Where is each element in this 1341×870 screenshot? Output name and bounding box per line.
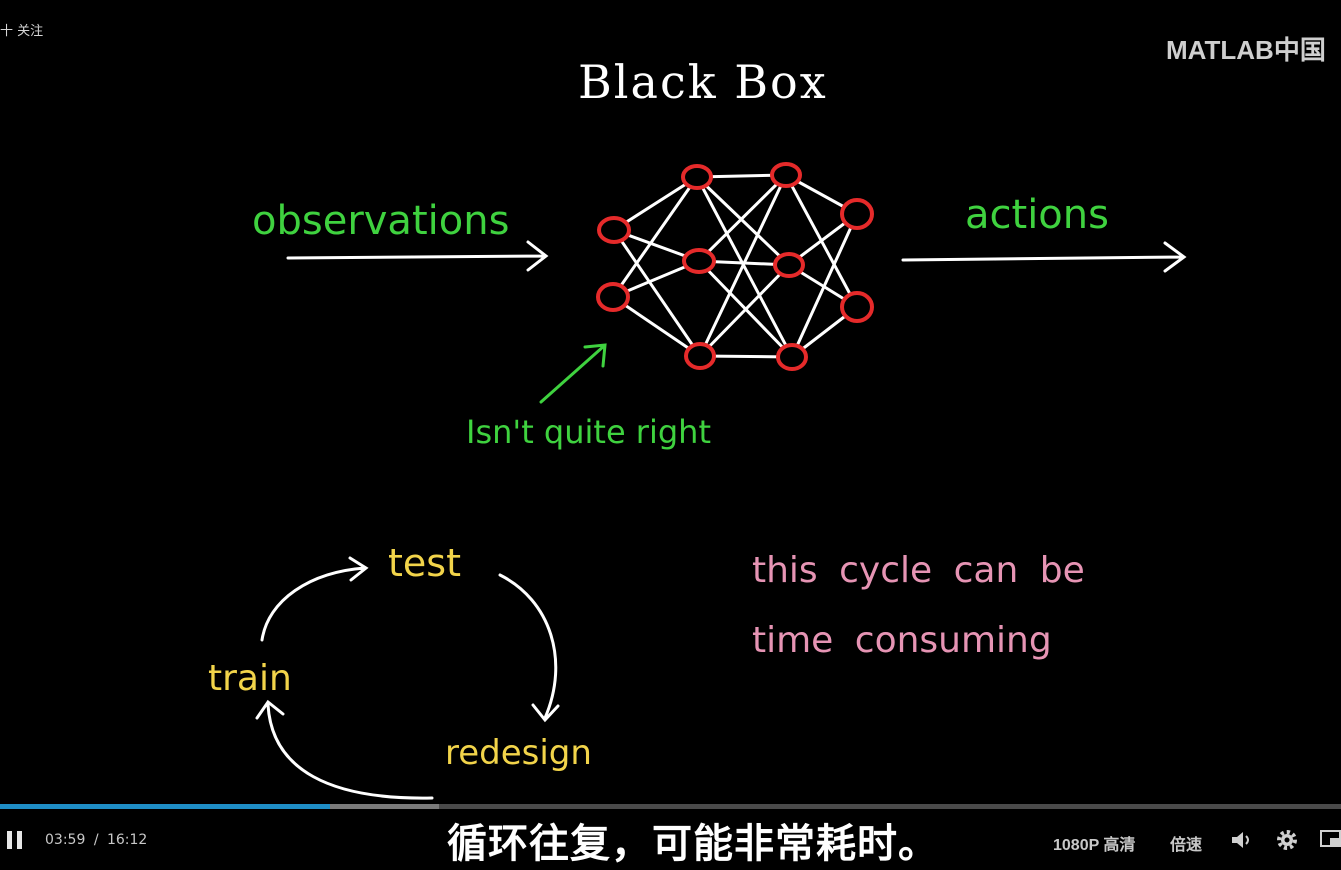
annotation-label: Isn't quite right: [466, 413, 711, 451]
volume-icon[interactable]: [1229, 829, 1253, 851]
annotation-arrow: [539, 343, 607, 404]
video-frame[interactable]: 十 关注 MATLAB中国: [0, 0, 1341, 805]
cycle-arrow-redesign-to-train: [255, 699, 434, 800]
cycle-arrow-train-to-test: [260, 556, 369, 642]
slide-title: Black Box: [578, 55, 828, 109]
cycle-arrow-test-to-redesign: [498, 573, 560, 723]
gear-icon[interactable]: [1275, 828, 1299, 852]
current-time: 03:59: [45, 832, 86, 848]
cycle-train-label: train: [208, 658, 292, 699]
network-node: [840, 198, 874, 230]
note-line-1: this cycle can be: [752, 550, 1085, 591]
network-node: [770, 162, 802, 188]
progress-played: [0, 804, 330, 809]
input-arrow: [286, 240, 549, 272]
subtitle-text: 循环往复，可能非常耗时。: [447, 821, 939, 867]
actions-label: actions: [965, 192, 1109, 238]
observations-label: observations: [252, 198, 510, 244]
cycle-redesign-label: redesign: [445, 733, 592, 773]
network-node: [773, 252, 805, 278]
network-node: [681, 164, 713, 190]
speed-button[interactable]: 倍速: [1170, 837, 1203, 854]
quality-button[interactable]: 1080P 高清: [1053, 837, 1136, 854]
output-arrow: [901, 241, 1187, 273]
picture-in-picture-icon[interactable]: [1320, 830, 1341, 850]
network-node: [684, 342, 716, 370]
note-line-2: time consuming: [752, 620, 1052, 661]
network-edges: [611, 173, 859, 359]
progress-bar[interactable]: [0, 804, 1341, 809]
network-node: [597, 216, 631, 244]
network-node: [776, 343, 808, 371]
cycle-test-label: test: [388, 541, 461, 585]
channel-watermark: MATLAB中国: [1166, 35, 1326, 65]
player-controls: 03:59 / 16:12 循环往复，可能非常耗时。 1080P 高清 倍速: [0, 809, 1341, 870]
time-display: 03:59 / 16:12: [45, 832, 147, 848]
network-node: [596, 282, 630, 312]
duration: 16:12: [106, 832, 148, 848]
network-node: [840, 291, 874, 323]
neural-network-drawing: [255, 162, 1187, 800]
time-separator: /: [93, 832, 99, 848]
follow-button[interactable]: 十 关注: [0, 24, 44, 39]
pause-icon[interactable]: [7, 831, 23, 849]
network-node: [682, 248, 716, 274]
